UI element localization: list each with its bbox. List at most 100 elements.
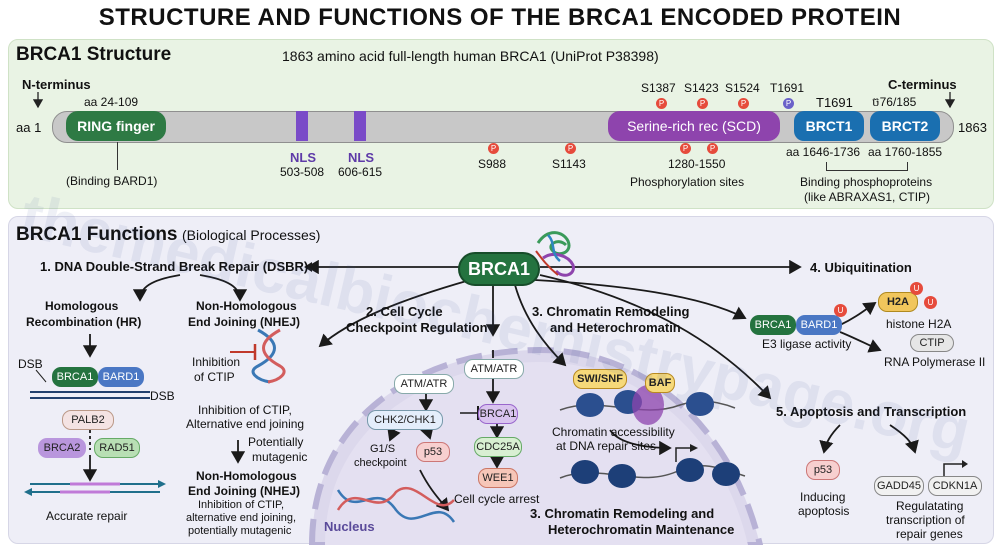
nhej-bottom-2: End Joining (NHEJ) (188, 484, 300, 498)
hr-brca1-chip: BRCA1 (52, 367, 98, 387)
ctip-chip: CTIP (910, 334, 954, 352)
ring-note: (Binding BARD1) (66, 174, 158, 188)
nhej-label-1: Non-Homologous (196, 299, 297, 313)
nhej-label-2: End Joining (NHEJ) (188, 315, 300, 329)
alt-end-1: Inhibition of CTIP, (198, 403, 292, 417)
brca1-chip-cellcycle: BRCA1 (478, 404, 518, 424)
dsbr-label: 1. DNA Double-Strand Break Repair (DSBR) (40, 259, 309, 274)
n-terminus-label: N-terminus (22, 77, 91, 92)
nls-1-label: NLS (290, 150, 316, 165)
h2a-chip: H2A (878, 292, 918, 312)
inducing-1: Inducing (800, 490, 846, 504)
inducing-2: apoptosis (798, 504, 850, 518)
ubi-bard1-chip: BARD1 (796, 315, 842, 335)
palb2-chip: PALB2 (62, 410, 114, 430)
brct-note-1: Binding phosphoproteins (800, 175, 933, 189)
aa-start-label: aa 1 (16, 120, 42, 135)
functions-heading-main: BRCA1 Functions (16, 224, 178, 245)
scd-domain: Serine-rich rec (SCD) (608, 111, 780, 141)
phospho-marker: P (707, 143, 718, 154)
brca1-protein-structure-icon (535, 231, 575, 277)
site-t1691a: T1691 (770, 81, 805, 95)
brct-bracket (826, 162, 908, 171)
transcription-arrow-icon (943, 460, 968, 476)
inhib-ctip-2: of CTIP (194, 370, 235, 384)
brct1-domain: BRCT1 (794, 111, 864, 141)
phospho-marker: P (565, 143, 576, 154)
ring-range: aa 24-109 (84, 95, 139, 109)
site-t1691b: T1691 (816, 95, 853, 110)
apoptosis-label: 5. Apoptosis and Transcription (776, 404, 967, 419)
cell-cycle-label-1: 2. Cell Cycle (366, 304, 443, 319)
dsb-label-a: DSB (18, 357, 43, 371)
nhej-bottom-5: potentially mutagenic (188, 525, 292, 537)
hr-label-1: Homologous (45, 299, 119, 313)
regulate-2: transcription of (886, 513, 965, 527)
ring-connector (117, 142, 118, 170)
swi-snf-chip: SWI/SNF (573, 369, 627, 389)
phospho-marker: P (783, 98, 794, 109)
nls-1-domain (296, 111, 308, 141)
chromatin-label-2: and Heterochromatin (550, 320, 681, 335)
alt-end-2: Alternative end joining (186, 417, 305, 431)
nhej-bottom-3: Inhibition of CTIP, (198, 499, 285, 511)
cell-cycle-arrest-label: Cell cycle arrest (454, 492, 540, 506)
phospho-note: Phosphorylation sites (630, 175, 745, 189)
brct2-domain: BRCT2 (870, 111, 940, 141)
rad51-chip: RAD51 (94, 438, 140, 458)
c-terminus-label: C-terminus (888, 77, 957, 92)
histone-label: histone H2A (886, 317, 952, 331)
baf-chip: BAF (645, 373, 675, 393)
phospho-marker: P (488, 143, 499, 154)
scd-range: 1280-1550 (668, 157, 726, 171)
atm-atr-chip-right: ATM/ATR (464, 359, 524, 379)
inhib-ctip-1: Inhibition (192, 355, 241, 369)
nls-2-domain (354, 111, 366, 141)
cell-cycle-label-2: Checkpoint Regulation (346, 320, 488, 335)
chromatin-bottom-2: Heterochromatin Maintenance (548, 522, 735, 537)
g1s-label-2: checkpoint (354, 457, 407, 469)
chk2-chk1-chip: CHK2/CHK1 (367, 410, 443, 430)
brct-note-2: (like ABRAXAS1, CTIP) (804, 190, 931, 204)
site-t1685: ច76/185 (872, 95, 917, 109)
phospho-marker: P (656, 98, 667, 109)
site-s1387: S1387 (641, 81, 676, 95)
ring-finger-domain: RING finger (66, 111, 166, 141)
chromatin-label-1: 3. Chromatin Remodeling (532, 304, 690, 319)
structure-heading: BRCA1 Structure (16, 44, 172, 65)
accurate-repair-label: Accurate repair (46, 509, 128, 523)
chromatin-access-2: at DNA repair sites (556, 439, 657, 453)
regulate-1: Regulatating (896, 499, 964, 513)
cdkn1a-chip: CDKN1A (928, 476, 982, 496)
brct2-range: aa 1760-1855 (868, 145, 943, 159)
hr-bard1-chip: BARD1 (98, 367, 144, 387)
gadd45-chip: GADD45 (874, 476, 924, 496)
dsb-label-b: DSB (150, 389, 175, 403)
phospho-marker: P (697, 98, 708, 109)
e3-ligase-label: E3 ligase activity (762, 337, 852, 351)
rna-pol-label: RNA Polymerase II (884, 355, 986, 369)
ubi-brca1-chip: BRCA1 (750, 315, 796, 335)
figure-title: STRUCTURE AND FUNCTIONS OF THE BRCA1 ENC… (98, 4, 902, 31)
ubiquitin-marker: U (834, 304, 847, 317)
g1s-label-1: G1/S (370, 443, 396, 455)
nucleus-label: Nucleus (324, 519, 375, 534)
regulate-3: repair genes (896, 527, 963, 541)
phospho-marker: P (680, 143, 691, 154)
potentially-1: Potentially (248, 435, 304, 449)
brca2-chip: BRCA2 (38, 438, 86, 458)
ubiquitin-marker: U (924, 296, 937, 309)
aa-end-label: 1863 (958, 120, 987, 135)
brct1-range: aa 1646-1736 (786, 145, 861, 159)
atm-atr-chip-left: ATM/ATR (394, 374, 454, 394)
ubiquitin-marker: U (910, 282, 923, 295)
dna-helix-icon (251, 328, 286, 384)
nls-2-range: 606-615 (338, 165, 383, 179)
brca1-center-node: BRCA1 (458, 252, 540, 286)
p53-chip-apoptosis: p53 (806, 460, 840, 480)
structure-subtitle: 1863 amino acid full-length human BRCA1 … (282, 48, 659, 64)
